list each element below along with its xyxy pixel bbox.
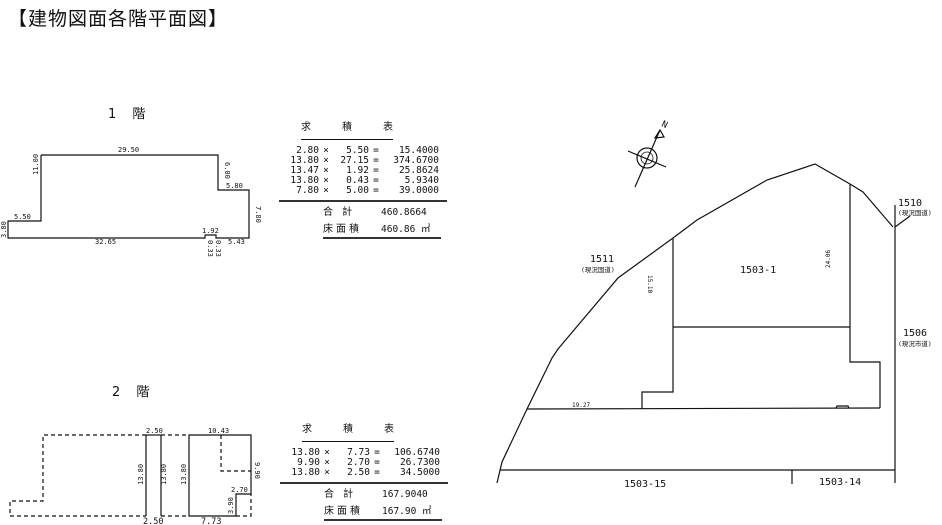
total-value: 460.8664 [381,207,427,218]
table-row: 13.80×2.50=34.5000 [291,467,440,478]
th: 積 [342,122,352,133]
dim: 2.70 [231,486,248,494]
total-label: 合 計 [323,207,356,218]
document-title: 【建物図面各階平面図】 [8,8,229,30]
floor1-plan: 29.50 11.00 6.00 5.80 7.80 5.50 3.80 32.… [0,146,262,257]
dim: 2.50 [146,427,163,435]
dim: 13.80 [180,464,188,485]
table-row: 2.80×5.50=15.4000 [296,145,439,156]
dim: 3.80 [0,221,8,238]
dim: 0.33 [214,240,222,257]
total-value: 167.9040 [382,489,428,500]
th: 表 [383,122,393,133]
neighbor-1503-14: 1503-14 [819,477,861,488]
table-row: 13.80×0.43=5.9340 [290,175,439,186]
total-label: 合 計 [324,489,357,500]
table-row: 13.80×7.73=106.6740 [291,447,440,458]
table-row: 7.80×5.00=39.0000 [296,185,439,196]
lot-label-main: 1503-1 [740,265,776,276]
dim: 1.92 [202,227,219,235]
floor2-plan: 2.50 10.43 13.80 13.80 13.80 9.90 2.70 3… [9,427,261,525]
floor-area-value: 460.86 ㎡ [381,224,431,235]
th: 求 [302,424,312,435]
dim: 10.43 [208,427,229,435]
dim: 5.80 [226,182,243,190]
dim: 5.43 [228,238,245,246]
dim: 7.80 [254,206,262,223]
dim: 9.90 [253,462,261,479]
dim: 7.73 [201,517,221,525]
floor-area-value: 167.90 ㎡ [382,506,432,517]
dim: 13.80 [160,464,168,485]
dim: 11.00 [32,154,40,175]
table-row: 13.47×1.92=25.8624 [290,165,439,176]
dim: 29.50 [118,146,139,154]
th: 表 [384,424,394,435]
dim: 19.27 [572,402,590,409]
dim: 2.50 [143,517,163,525]
neighbor-1510: 1510 [898,198,922,209]
neighbor-1511: 1511 [590,254,614,265]
site-plan: N 1503-1 15.10 24.06 19.27 1511 (現況国道) 1… [496,120,932,490]
neighbor-1506: 1506 [903,328,927,339]
dim: 32.65 [95,238,116,246]
floor1-area-table: 求 積 表 2.80×5.50=15.4000 13.80×27.15=374.67… [279,122,447,239]
neighbor-1506-note: (現況市道) [898,339,932,348]
floor2-area-table: 求 積 表 13.80×7.73=106.6740 9.90×2.70=26.730… [280,424,448,521]
th: 積 [343,424,353,435]
dim: 15.10 [646,275,653,293]
compass-north-label: N [660,120,669,131]
dim: 6.00 [223,162,231,179]
dim: 0.33 [206,240,214,257]
table-row: 9.90×2.70=26.7300 [297,457,440,468]
dim: 24.06 [825,250,832,268]
dim: 3.90 [227,497,235,514]
floor-area-label: 床面積 [323,224,362,235]
th: 求 [301,122,311,133]
neighbor-1510-note: (現況国道) [898,208,932,217]
floor2-label: 2 階 [112,385,156,400]
neighbor-1511-note: (現況国道) [581,265,615,274]
floor1-label: 1 階 [108,107,152,122]
compass-icon: N [627,120,669,188]
dim: 13.80 [137,464,145,485]
floor-area-label: 床面積 [324,506,363,517]
dim: 5.50 [14,213,31,221]
neighbor-1503-15: 1503-15 [624,479,666,490]
table-row: 13.80×27.15=374.6700 [290,155,439,166]
